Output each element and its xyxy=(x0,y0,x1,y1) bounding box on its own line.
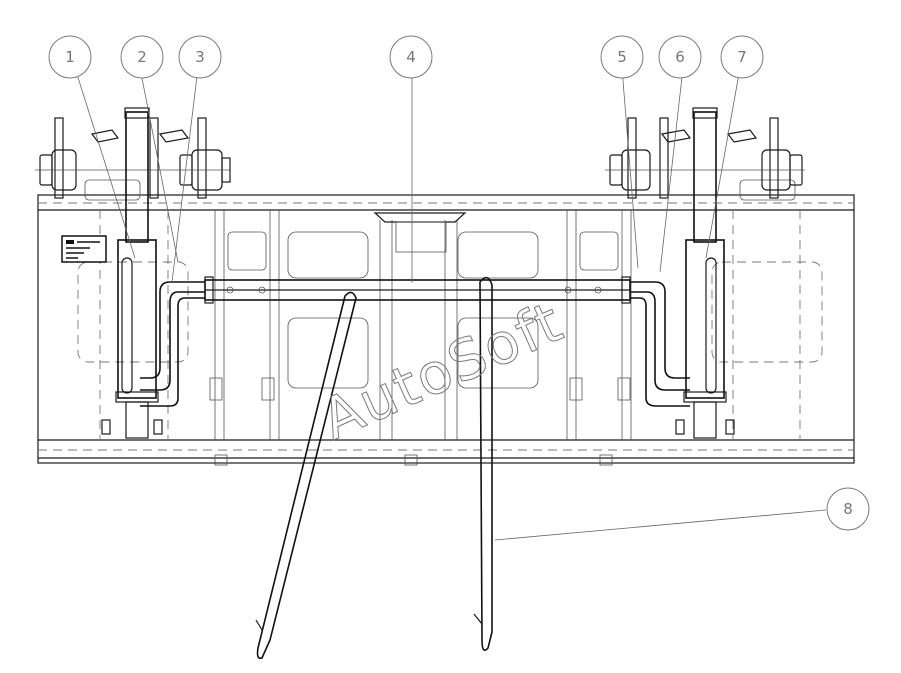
right-cylinder xyxy=(675,107,735,439)
callout-5: 5 xyxy=(600,35,644,79)
callout-7: 7 xyxy=(720,35,764,79)
callout-number: 7 xyxy=(737,48,747,66)
right-tine xyxy=(473,276,493,651)
left-hoses xyxy=(140,281,205,407)
callout-number: 6 xyxy=(675,48,685,66)
cross-pipes xyxy=(204,276,631,304)
callout-8: 8 xyxy=(826,487,870,531)
main-frame xyxy=(37,179,855,466)
callout-6: 6 xyxy=(658,35,702,79)
left-cylinder xyxy=(101,107,163,439)
left-mount-brackets xyxy=(35,117,231,199)
left-tine xyxy=(255,291,357,660)
callout-4: 4 xyxy=(389,35,433,79)
callout-number: 1 xyxy=(65,48,75,66)
callout-number: 2 xyxy=(137,48,147,66)
callout-1: 1 xyxy=(48,35,92,79)
leader-lines xyxy=(74,67,827,541)
right-hoses xyxy=(630,281,690,407)
name-plate xyxy=(61,235,107,263)
callout-number: 8 xyxy=(843,500,853,518)
right-mount-brackets xyxy=(605,117,805,199)
callout-number: 4 xyxy=(406,48,416,66)
callout-number: 3 xyxy=(195,48,205,66)
callout-3: 3 xyxy=(178,35,222,79)
callout-number: 5 xyxy=(617,48,627,66)
callout-2: 2 xyxy=(120,35,164,79)
